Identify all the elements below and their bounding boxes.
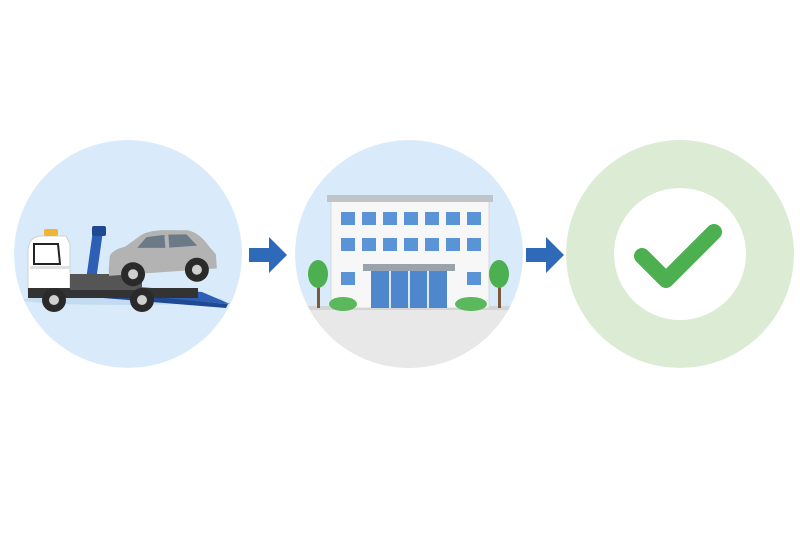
- tow-truck-with-car-icon: [14, 140, 242, 368]
- arrow-right-icon: [249, 237, 287, 273]
- tow-step-circle: [14, 140, 242, 368]
- office-step-circle: [295, 140, 523, 368]
- checkmark-icon: [566, 140, 794, 368]
- office-building-icon: [295, 140, 523, 368]
- done-step-circle: [566, 140, 794, 368]
- arrow-right-icon: [526, 237, 564, 273]
